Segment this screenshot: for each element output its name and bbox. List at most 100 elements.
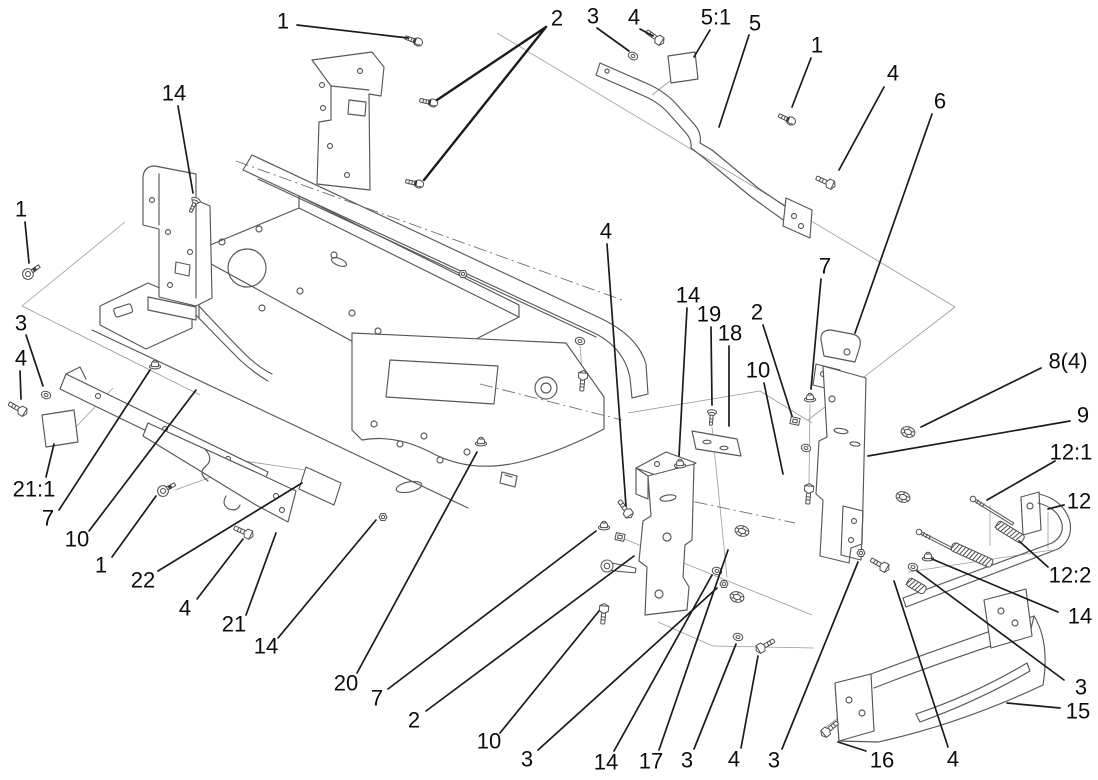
callout-label-33: 22 bbox=[131, 568, 155, 593]
leader-line bbox=[838, 86, 885, 171]
hardware-spring bbox=[905, 577, 927, 595]
hardware-washer bbox=[626, 50, 640, 62]
leader-lines-layer bbox=[19, 24, 1071, 752]
leader-line bbox=[425, 555, 635, 712]
hardware-push-cap bbox=[728, 589, 746, 605]
callout-label-15: 4 bbox=[600, 219, 612, 244]
leader-line bbox=[45, 443, 55, 478]
callout-label-46: 3 bbox=[768, 748, 780, 773]
hardware-hex-bolt bbox=[753, 636, 777, 656]
hardware-washer bbox=[573, 335, 587, 347]
front-hanger-bracket-right bbox=[812, 329, 867, 564]
frame-lower-pan bbox=[351, 332, 605, 467]
hardware-hex-bolt bbox=[597, 602, 610, 625]
leader-line bbox=[19, 370, 22, 400]
leader-line bbox=[58, 369, 151, 511]
hardware-carriage-bolt bbox=[776, 111, 798, 128]
callout-label-28: 3 bbox=[1075, 675, 1087, 700]
hardware-flange-nut bbox=[803, 392, 817, 403]
hardware-spring bbox=[994, 520, 1025, 544]
callout-label-43: 17 bbox=[639, 749, 663, 774]
callout-label-7: 1 bbox=[811, 33, 823, 58]
leader-line bbox=[25, 334, 44, 387]
hardware-square-nut bbox=[789, 416, 801, 426]
hardware-spring bbox=[949, 542, 994, 568]
leader-line bbox=[111, 495, 157, 558]
leader-line bbox=[1047, 504, 1065, 510]
leader-line bbox=[791, 57, 812, 108]
leader-line bbox=[810, 278, 822, 390]
callout-label-12: 3 bbox=[15, 311, 27, 336]
hardware-nut bbox=[378, 513, 388, 521]
callout-label-20: 10 bbox=[746, 358, 770, 383]
leader-line bbox=[893, 580, 949, 748]
hardware-nut bbox=[856, 549, 866, 557]
leader-line bbox=[499, 610, 600, 734]
leader-line bbox=[678, 307, 688, 457]
leader-line bbox=[854, 113, 933, 334]
hardware-push-cap bbox=[899, 424, 917, 440]
hardware-nut bbox=[719, 580, 729, 588]
decal-5-1 bbox=[667, 51, 699, 84]
leader-line bbox=[537, 587, 718, 751]
upper-support-bracket bbox=[595, 62, 813, 239]
leader-line bbox=[387, 530, 597, 690]
leader-line bbox=[763, 382, 784, 475]
hardware-eye-bolt bbox=[19, 261, 43, 283]
leader-line bbox=[356, 451, 478, 674]
callout-label-41: 3 bbox=[521, 747, 533, 772]
callout-label-32: 1 bbox=[95, 553, 107, 578]
callout-label-37: 20 bbox=[334, 671, 358, 696]
leader-line bbox=[88, 389, 197, 532]
callout-label-39: 2 bbox=[408, 708, 420, 733]
hardware-hex-bolt bbox=[643, 27, 667, 48]
leader-line bbox=[157, 482, 303, 572]
frame-holes bbox=[218, 225, 382, 335]
fan-mount-bracket bbox=[311, 51, 385, 191]
leader-line bbox=[613, 574, 713, 752]
bumper bbox=[834, 588, 1046, 743]
callout-label-29: 15 bbox=[1066, 699, 1090, 724]
callout-label-5: 5:1 bbox=[701, 5, 732, 30]
hardware-eye-bolt bbox=[155, 478, 179, 499]
leader-line bbox=[1018, 540, 1049, 568]
leader-line bbox=[718, 34, 750, 128]
cap-plate-6 bbox=[820, 329, 861, 363]
hardware-layer bbox=[6, 27, 1025, 740]
callout-label-22: 8(4) bbox=[1048, 349, 1087, 374]
leader-line bbox=[710, 326, 713, 406]
callout-label-45: 4 bbox=[728, 747, 740, 772]
leader-line bbox=[245, 532, 277, 616]
callout-label-11: 1 bbox=[15, 197, 27, 222]
leader-line bbox=[606, 243, 627, 507]
leader-line bbox=[693, 643, 737, 750]
decal-21-1 bbox=[41, 409, 79, 448]
leader-line bbox=[781, 561, 859, 750]
callout-label-31: 10 bbox=[65, 527, 89, 552]
hardware-push-cap bbox=[733, 523, 751, 539]
callout-label-4: 4 bbox=[628, 5, 640, 30]
callout-label-24: 12:1 bbox=[1050, 440, 1093, 465]
leader-line bbox=[920, 367, 1042, 428]
callout-label-1: 1 bbox=[277, 9, 289, 34]
callout-label-35: 21 bbox=[222, 612, 246, 637]
callout-label-16: 14 bbox=[676, 283, 700, 308]
leader-line bbox=[867, 420, 1071, 457]
hardware-washer bbox=[799, 442, 813, 454]
hardware-square-nut bbox=[614, 532, 626, 542]
callout-label-36: 14 bbox=[254, 634, 278, 659]
callout-label-18: 18 bbox=[718, 321, 742, 346]
callout-label-19: 2 bbox=[751, 300, 763, 325]
callout-label-9: 6 bbox=[934, 89, 946, 114]
callout-label-48: 4 bbox=[947, 747, 959, 772]
callout-label-8: 4 bbox=[887, 61, 899, 86]
hardware-hex-bolt bbox=[818, 718, 841, 740]
hardware-push-cap bbox=[894, 489, 912, 505]
callout-label-27: 14 bbox=[1068, 604, 1092, 629]
leader-line bbox=[916, 570, 1065, 681]
lower-support-strips bbox=[59, 366, 297, 523]
callout-label-38: 7 bbox=[371, 686, 383, 711]
